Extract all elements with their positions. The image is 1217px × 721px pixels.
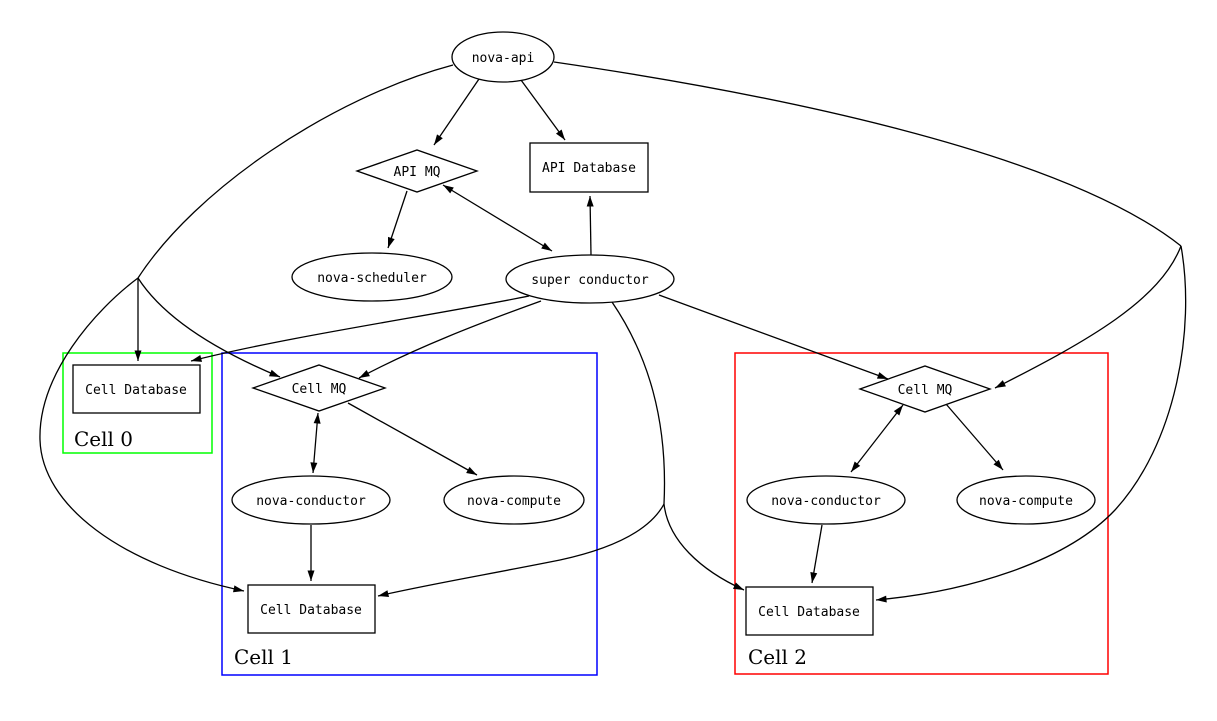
- cluster-cell2: Cell 2: [734, 352, 1109, 675]
- node-nova-api-label: nova-api: [472, 51, 535, 66]
- node-cell1-nova-conductor: nova-conductor: [231, 475, 391, 525]
- cluster-cell2-border: [734, 352, 1109, 675]
- node-cell0-database: Cell Database: [72, 364, 201, 414]
- node-cell1-mq-label: Cell MQ: [292, 382, 347, 397]
- node-cell1-nova-conductor-label: nova-conductor: [256, 494, 366, 509]
- edge-super-conductor-gap-curve: [611, 301, 666, 505]
- edge-cell2-mq-to-nova-compute: [945, 403, 1004, 471]
- node-cell2-nova-compute-label: nova-compute: [979, 494, 1073, 509]
- edge-nova-api-to-api-db: [520, 79, 566, 141]
- node-cell2-mq: Cell MQ: [858, 365, 992, 413]
- node-cell0-database-label: Cell Database: [85, 383, 187, 398]
- node-super-conductor-label: super conductor: [531, 273, 649, 288]
- edge-super-conductor-to-cell1-db: [377, 503, 665, 598]
- edge-super-conductor-to-cell2-mq: [658, 294, 889, 380]
- edge-nova-api-to-api-mq: [433, 78, 480, 146]
- node-cell1-database: Cell Database: [247, 584, 376, 634]
- edge-api-mq-super-conductor-bidirectional: [442, 184, 553, 252]
- node-cell2-mq-label: Cell MQ: [898, 383, 953, 398]
- node-nova-scheduler-label: nova-scheduler: [317, 271, 427, 286]
- node-cell1-mq: Cell MQ: [251, 364, 387, 412]
- node-cell2-nova-compute: nova-compute: [956, 475, 1096, 525]
- node-cell1-nova-compute-label: nova-compute: [467, 494, 561, 509]
- cluster-cell2-label: Cell 2: [748, 645, 807, 669]
- edge-nova-api-left-arc: [137, 64, 454, 279]
- edge-super-conductor-to-cell1-mq: [358, 300, 542, 379]
- node-cell1-nova-compute: nova-compute: [443, 475, 585, 525]
- node-cell2-nova-conductor: nova-conductor: [746, 475, 906, 525]
- node-cell2-nova-conductor-label: nova-conductor: [771, 494, 881, 509]
- node-super-conductor: super conductor: [505, 254, 675, 304]
- edge-super-conductor-to-cell0-db: [190, 295, 530, 362]
- edge-cell1-mq-to-nova-compute: [347, 402, 478, 476]
- node-api-database-label: API Database: [542, 161, 636, 176]
- node-api-database: API Database: [529, 142, 649, 193]
- edge-super-conductor-to-cell2-db: [663, 503, 745, 591]
- node-api-mq-label: API MQ: [394, 165, 441, 180]
- cluster-cell0-label: Cell 0: [74, 427, 133, 451]
- edge-nova-api-to-cell2-db: [875, 245, 1187, 603]
- edge-nova-api-to-cell1-db: [39, 277, 245, 593]
- node-cell2-database: Cell Database: [745, 586, 874, 636]
- edge-super-conductor-to-api-db: [586, 195, 594, 256]
- cluster-cell1-label: Cell 1: [234, 645, 293, 669]
- edge-api-mq-to-nova-scheduler: [387, 190, 408, 249]
- edge-nova-api-right-arc: [553, 61, 1182, 247]
- node-api-mq: API MQ: [355, 149, 479, 193]
- edge-nova-api-to-cell1-mq: [137, 277, 281, 378]
- edge-cell2-conductor-to-cell2-db: [810, 524, 823, 584]
- node-cell2-database-label: Cell Database: [758, 605, 860, 620]
- node-cell1-database-label: Cell Database: [260, 603, 362, 618]
- node-nova-api: nova-api: [451, 31, 555, 83]
- edge-nova-api-to-cell2-mq: [994, 245, 1182, 389]
- node-nova-scheduler: nova-scheduler: [291, 252, 453, 302]
- edge-cell1-mq-nova-conductor-bidirectional: [310, 412, 321, 474]
- edge-cell2-mq-nova-conductor-bidirectional: [850, 404, 904, 473]
